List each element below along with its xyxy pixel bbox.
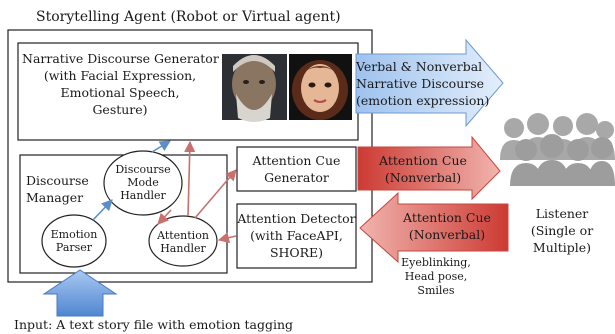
agent-title: Storytelling Agent (Robot or Virtual age… <box>36 9 341 25</box>
verbal-arrow-line-3: (emotion expression) <box>356 93 490 108</box>
mode-handler-label: Discourse Mode Handler <box>104 163 182 202</box>
cue-generator-line-2: Generator <box>264 170 329 185</box>
cue-generator-line-1: Attention Cue <box>252 153 341 168</box>
mode-handler-line-2: Mode <box>127 176 159 189</box>
mode-handler-line-3: Handler <box>120 189 166 202</box>
generator-line-2: (with Facial Expression, <box>43 68 197 83</box>
detector-line-1: Attention Detector <box>237 211 356 226</box>
attention-cue-out-arrow <box>357 135 501 201</box>
mode-to-generator-arrow <box>151 140 171 153</box>
cues-list-line-2: Head pose, <box>404 270 468 283</box>
handler-to-cue-generator-arrow <box>194 169 237 219</box>
attention-cue-in-arrow <box>359 191 509 264</box>
detector-line-2: (with FaceAPI, <box>250 228 343 243</box>
emotion-parser-label: Emotion Parser <box>42 228 106 254</box>
input-caption: Input: A text story file with emotion ta… <box>14 317 294 332</box>
handler-to-generator-arrow <box>184 140 196 217</box>
handler-mode-arrow <box>157 209 172 225</box>
detector-label: Attention Detector (with FaceAPI, SHORE) <box>237 210 356 261</box>
mode-handler-line-1: Discourse <box>115 163 171 176</box>
verbal-nonverbal-arrow <box>355 38 504 128</box>
listener-label: Listener (Single or Multiple) <box>522 205 602 256</box>
emotion-parser-line-1: Emotion <box>50 228 98 241</box>
cue-in-line-2: (Nonverbal) <box>408 227 486 242</box>
listener-line-2: (Single or <box>530 223 594 238</box>
cue-out-label: Attention Cue (Nonverbal) <box>368 152 478 186</box>
attention-handler-label: Attention Handler <box>149 229 217 255</box>
cue-generator-box <box>236 146 357 192</box>
cues-list: Eyeblinking, Head pose, Smiles <box>398 256 474 298</box>
discourse-manager-line-2: Manager <box>26 190 84 205</box>
emotion-parser-line-2: Parser <box>55 241 93 254</box>
verbal-arrow-label: Verbal & Nonverbal Narrative Discourse (… <box>356 58 490 109</box>
discourse-manager-line-1: Discourse <box>26 173 89 188</box>
male-face-image <box>222 54 287 122</box>
detector-box <box>236 203 357 269</box>
cue-out-line-2: (Nonverbal) <box>384 170 462 185</box>
attention-handler-line-1: Attention <box>157 229 209 242</box>
generator-label: Narrative Discourse Generator (with Faci… <box>22 50 219 118</box>
generator-line-3: Emotional Speech, <box>60 85 180 100</box>
mode-handler-ellipse <box>103 150 183 216</box>
cues-list-line-3: Smiles <box>417 284 455 297</box>
verbal-arrow-line-2: Narrative Discourse <box>356 76 485 91</box>
listener-line-3: Multiple) <box>532 240 592 255</box>
input-arrow <box>42 269 118 317</box>
attention-handler-line-2: Handler <box>160 242 206 255</box>
cue-generator-label: Attention Cue Generator <box>237 152 356 186</box>
attention-handler-ellipse <box>148 215 218 267</box>
generator-line-1: Narrative Discourse Generator <box>22 51 219 66</box>
parser-to-mode-arrow <box>92 199 113 221</box>
cue-in-label: Attention Cue (Nonverbal) <box>392 209 502 243</box>
female-face-image <box>289 54 352 120</box>
listener-crowd-image <box>500 113 615 186</box>
detector-line-3: SHORE) <box>269 245 324 260</box>
listener-line-1: Listener <box>535 206 589 221</box>
detector-to-handler-arrow <box>217 232 237 244</box>
cue-in-line-1: Attention Cue <box>403 210 491 225</box>
generator-line-4: Gesture) <box>92 102 148 117</box>
cues-list-line-1: Eyeblinking, <box>401 256 471 269</box>
cue-out-line-1: Attention Cue <box>379 153 467 168</box>
verbal-arrow-line-1: Verbal & Nonverbal <box>356 59 483 74</box>
discourse-manager-label: Discourse Manager <box>26 172 89 206</box>
emotion-parser-ellipse <box>41 214 107 268</box>
